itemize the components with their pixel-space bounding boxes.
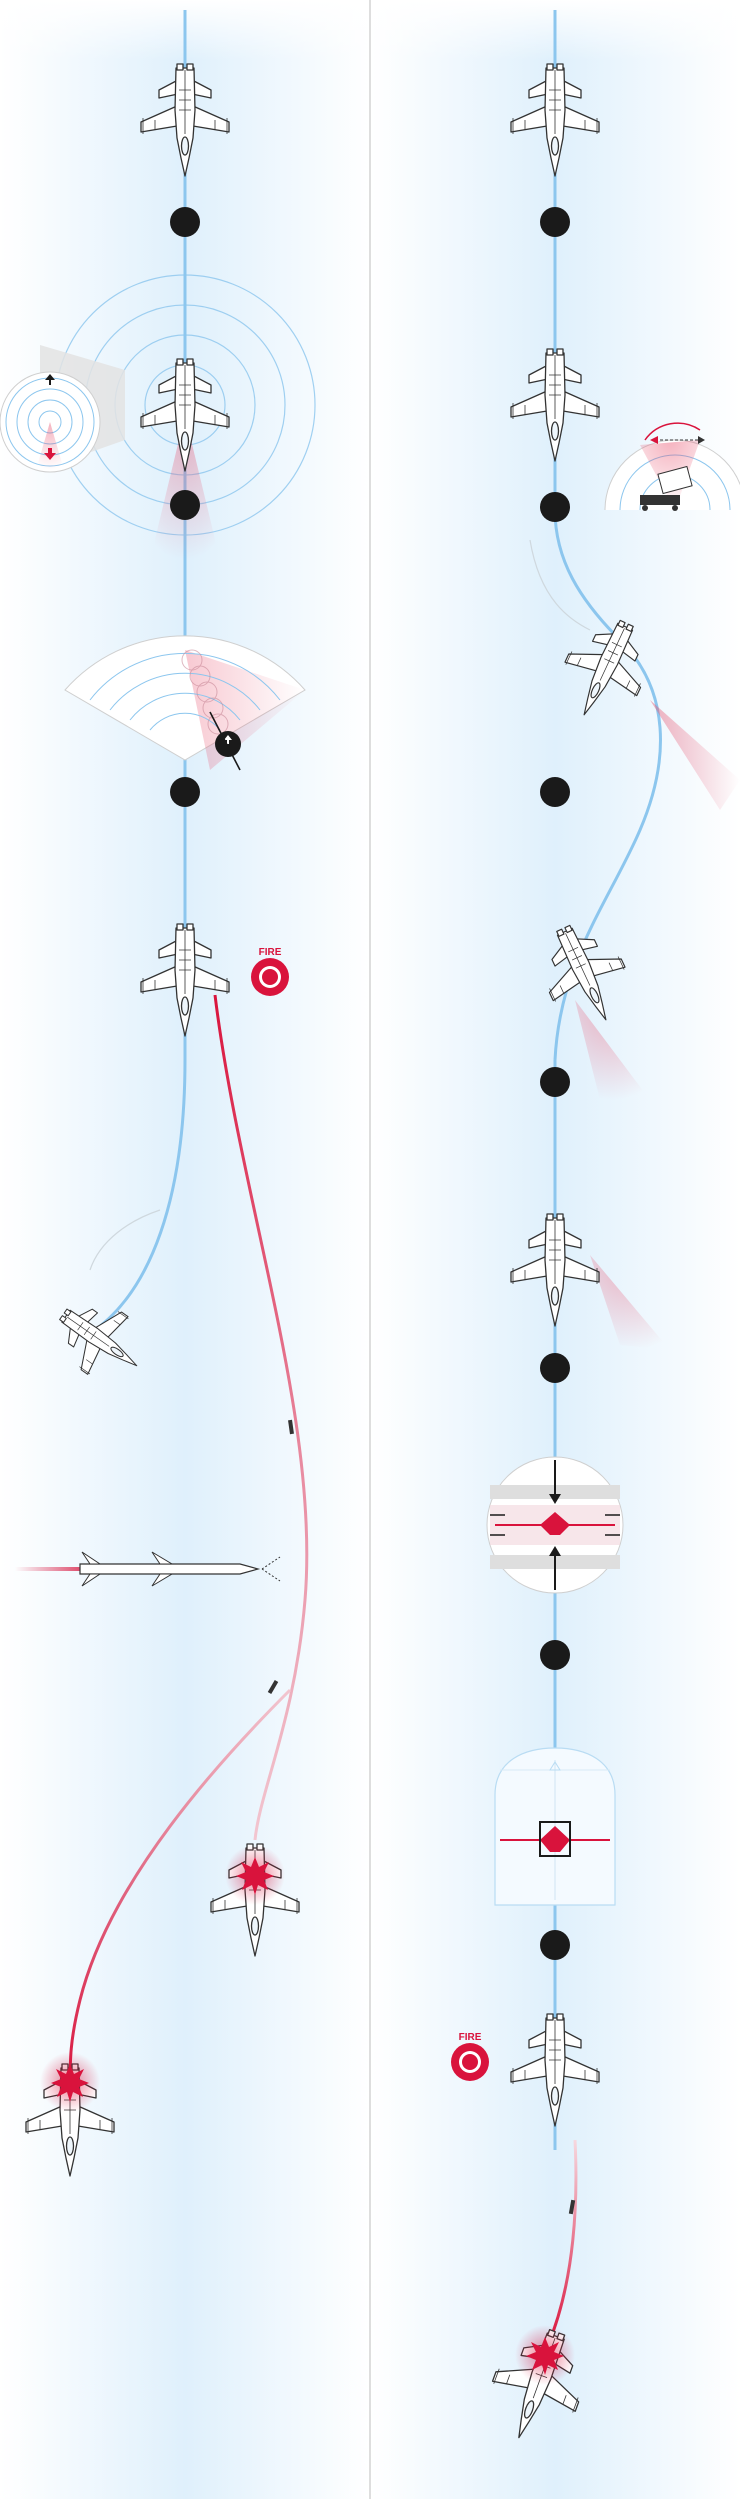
step-dot-r5	[540, 1353, 570, 1383]
radar-lock-cone	[650, 700, 740, 810]
missile-icon	[15, 1551, 281, 1587]
explosion-icon	[40, 2052, 100, 2112]
step-dot-r4	[540, 1067, 570, 1097]
ground-radar-inset	[604, 422, 740, 511]
fire-label-right: FIRE	[459, 2032, 482, 2043]
radar-lock-cone	[590, 1255, 670, 1350]
step-dot-2	[170, 490, 200, 520]
missile-icon	[267, 1679, 279, 1695]
radar-lock-cone	[575, 1000, 650, 1100]
radar-sweep	[64, 635, 306, 771]
missile-trail-left	[68, 1688, 292, 2091]
step-dot-r7	[540, 1930, 570, 1960]
fire-button-icon	[251, 958, 289, 996]
radar-lock-cone	[150, 415, 220, 560]
fire-label-left: FIRE	[259, 947, 282, 958]
fire-button-icon	[451, 2043, 489, 2081]
missile-trail-right	[213, 994, 309, 1841]
step-dot-3	[170, 777, 200, 807]
step-dot-1	[170, 207, 200, 237]
explosion-icon	[515, 2325, 575, 2385]
missile-icon	[568, 2199, 576, 2215]
step-dot-r1	[540, 207, 570, 237]
radar-inset	[0, 371, 101, 473]
targeting-reticle	[486, 1456, 624, 1594]
step-dot-r3	[540, 777, 570, 807]
left-evasive-track	[94, 1059, 187, 1332]
missile-icon	[288, 1419, 294, 1435]
step-dot-r2	[540, 492, 570, 522]
hud-display	[494, 1747, 616, 1906]
missile-trail-final	[546, 2139, 578, 2346]
explosion-icon	[225, 1845, 285, 1905]
step-dot-r6	[540, 1640, 570, 1670]
